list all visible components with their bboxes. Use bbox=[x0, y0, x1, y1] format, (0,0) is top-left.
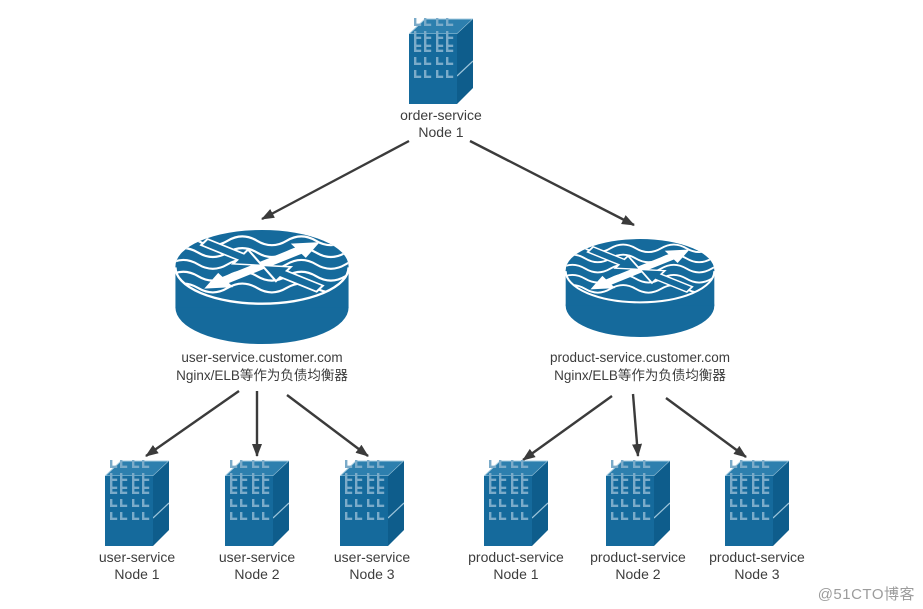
arrow-productlb-to-node2 bbox=[631, 393, 643, 457]
arrow-order-to-user-lb bbox=[261, 139, 410, 221]
watermark: @51CTO博客 bbox=[817, 586, 915, 603]
service-name: user-service bbox=[218, 549, 296, 565]
arrow-userlb-to-node1 bbox=[145, 390, 240, 457]
arrow-productlb-to-node3 bbox=[665, 397, 747, 458]
service-name: product-service bbox=[468, 549, 564, 565]
user-service-node-1: user-service Node 1 bbox=[62, 460, 212, 583]
arrow-order-to-product-lb bbox=[469, 139, 635, 227]
node-number: Node 1 bbox=[114, 566, 160, 582]
product-service-node-2: product-service Node 2 bbox=[563, 460, 713, 583]
node-label: product-service Node 1 bbox=[468, 549, 564, 583]
lb-domain: product-service.customer.com bbox=[549, 350, 731, 365]
user-lb-label: user-service.customer.com Nginx/ELB等作为负债… bbox=[176, 349, 348, 384]
service-name: product-service bbox=[590, 549, 686, 565]
server-building-icon bbox=[340, 460, 404, 546]
node-number: Node 2 bbox=[615, 566, 661, 582]
lb-caption: Nginx/ELB等作为负债均衡器 bbox=[176, 367, 348, 383]
order-service-label: order-service Node 1 bbox=[400, 107, 482, 141]
node-number: Node 3 bbox=[734, 566, 780, 582]
node-number: Node 1 bbox=[493, 566, 539, 582]
user-service-node-3: user-service Node 3 bbox=[297, 460, 447, 583]
lb-domain: user-service.customer.com bbox=[181, 350, 343, 365]
arrow-userlb-to-node3 bbox=[286, 394, 369, 457]
product-service-load-balancer: product-service.customer.com Nginx/ELB等作… bbox=[510, 228, 770, 384]
user-service-load-balancer: user-service.customer.com Nginx/ELB等作为负债… bbox=[132, 227, 392, 384]
server-building-icon bbox=[606, 460, 670, 546]
user-service-node-2: user-service Node 2 bbox=[182, 460, 332, 583]
service-name: order-service bbox=[400, 107, 482, 123]
service-name: user-service bbox=[333, 549, 411, 565]
arrow-productlb-to-node1 bbox=[522, 395, 613, 461]
order-service-node: order-service Node 1 bbox=[361, 18, 521, 141]
product-service-node-1: product-service Node 1 bbox=[441, 460, 591, 583]
lb-caption: Nginx/ELB等作为负债均衡器 bbox=[554, 367, 726, 383]
node-label: user-service Node 2 bbox=[219, 549, 295, 583]
service-name: product-service bbox=[709, 549, 805, 565]
node-label: product-service Node 3 bbox=[709, 549, 805, 583]
node-label: product-service Node 2 bbox=[590, 549, 686, 583]
load-balancer-icon bbox=[168, 227, 356, 347]
server-building-icon bbox=[409, 18, 473, 104]
server-building-icon bbox=[225, 460, 289, 546]
server-building-icon bbox=[105, 460, 169, 546]
load-balancer-icon bbox=[564, 236, 716, 340]
node-label: user-service Node 3 bbox=[334, 549, 410, 583]
node-number: Node 3 bbox=[349, 566, 395, 582]
server-building-icon bbox=[484, 460, 548, 546]
server-building-icon bbox=[725, 460, 789, 546]
product-lb-label: product-service.customer.com Nginx/ELB等作… bbox=[550, 349, 730, 384]
service-name: user-service bbox=[98, 549, 176, 565]
node-number: Node 1 bbox=[418, 124, 464, 140]
node-label: user-service Node 1 bbox=[99, 549, 175, 583]
node-number: Node 2 bbox=[234, 566, 280, 582]
product-service-node-3: product-service Node 3 bbox=[682, 460, 832, 583]
